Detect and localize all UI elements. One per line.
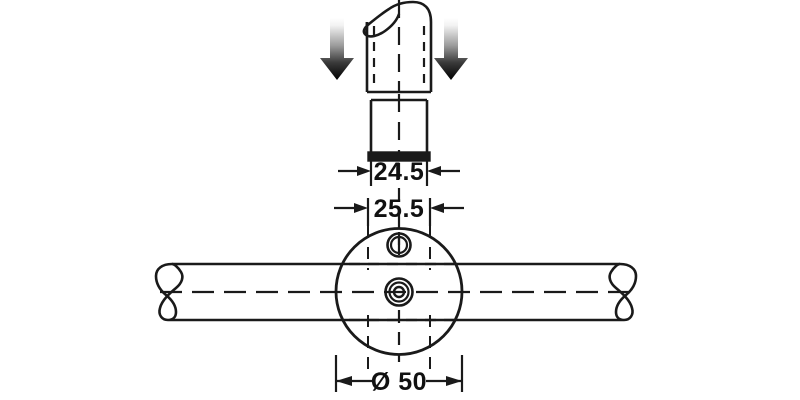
upper-tube-hidden-edges [372,26,426,90]
dimension-25-5 [334,198,464,226]
rail-hidden-behind-plate [336,262,462,322]
plate-construction-lines [367,226,431,372]
slotted-screw-hole [386,232,412,258]
assembly-direction-arrow-left [320,18,354,80]
centre-fixing-hole [384,277,414,307]
dimension-plate-diameter [334,355,464,392]
assembly-direction-arrow-right [434,18,468,80]
dimension-label-flange-width: 25.5 [374,195,425,223]
dimension-24-5 [338,161,460,186]
dimension-label-sleeve-width: 24.5 [374,158,425,186]
dimension-label-plate-diameter: Ø 50 [371,368,427,396]
